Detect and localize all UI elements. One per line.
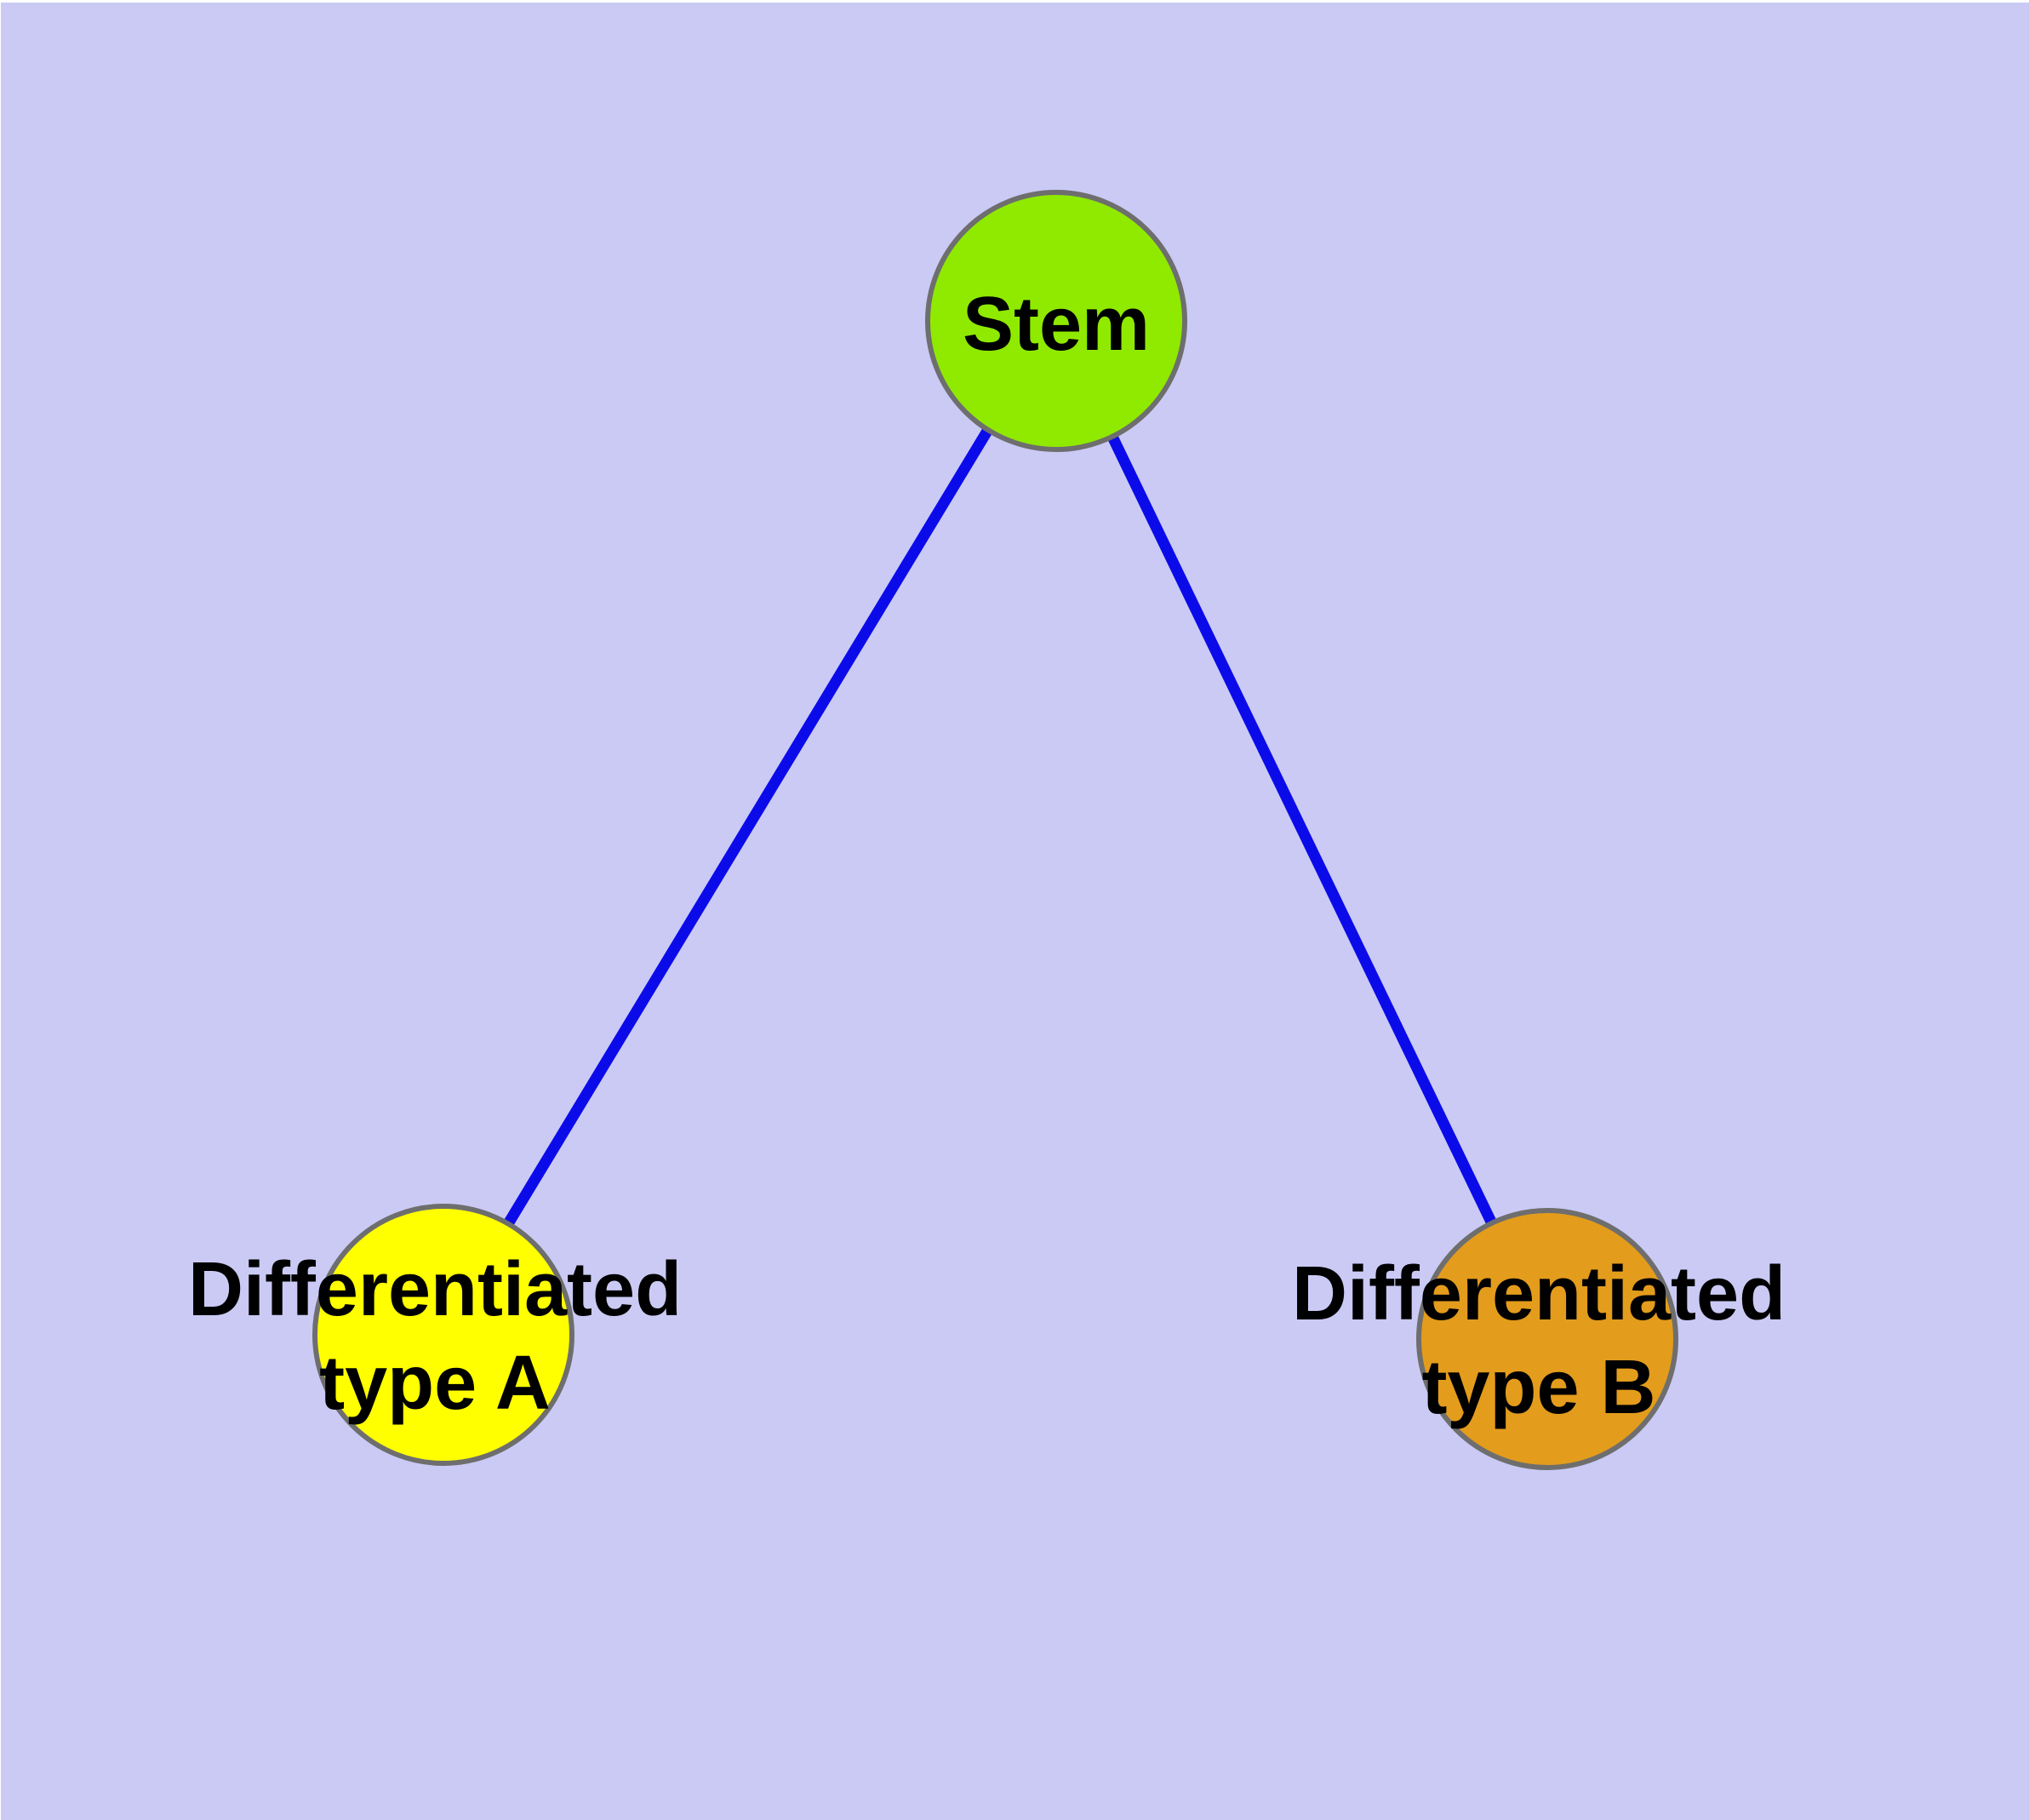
- node-label-stem: Stem: [962, 282, 1151, 367]
- edge-stem-to-type-a: [437, 315, 1060, 1336]
- edges-layer: [437, 315, 1552, 1339]
- node-label-differentiated-type-a: Differentiated type A: [187, 1247, 683, 1426]
- node-stem: [925, 190, 1187, 452]
- node-differentiated-type-b: [1416, 1208, 1678, 1470]
- diagram-canvas: Stem Differentiated type A Differentiate…: [1, 3, 2029, 1820]
- node-differentiated-type-a: [312, 1204, 574, 1466]
- edge-stem-to-type-b: [1050, 316, 1552, 1339]
- node-label-differentiated-type-b: Differentiated type B: [1291, 1251, 1786, 1430]
